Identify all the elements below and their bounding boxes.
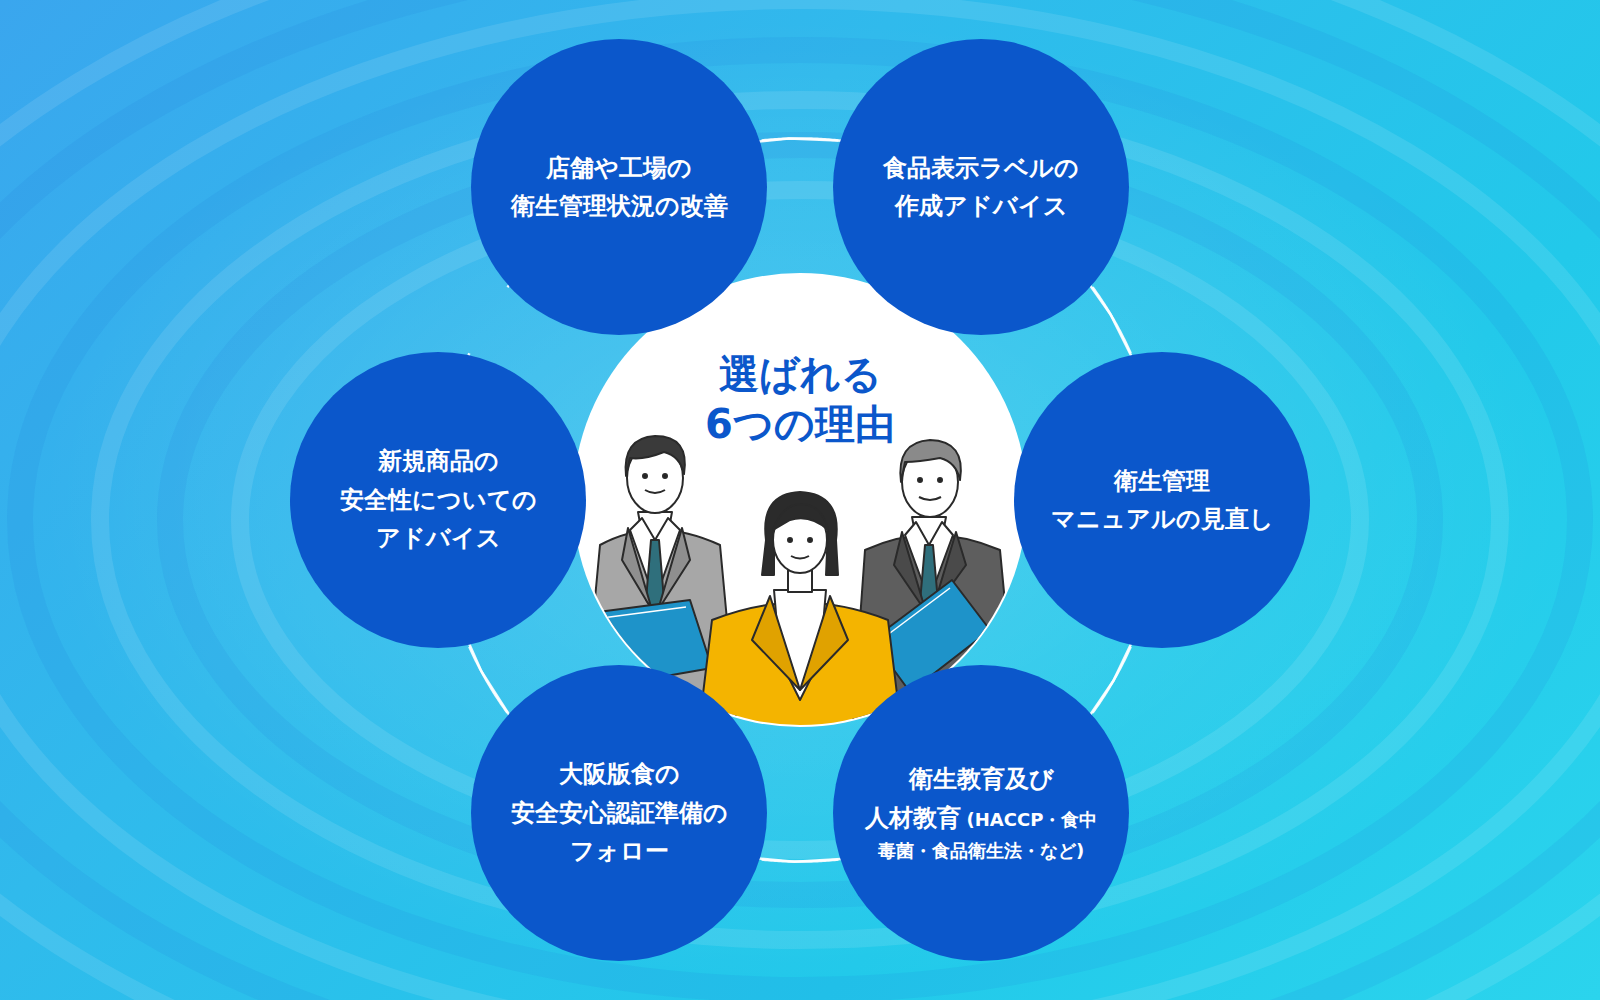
center-woman <box>695 492 905 727</box>
reason-text: 新規商品の 安全性についての アドバイス <box>340 447 537 552</box>
illustration-part <box>752 596 800 690</box>
text-line-wrap: 衛生教育及び 人材教育(HACCP・食中毒菌・食品衛生法・など) <box>857 760 1105 866</box>
illustration-part <box>918 478 922 482</box>
illustration-part <box>894 532 926 612</box>
reason-text: 衛生管理 マニュアルの見直し <box>1051 467 1274 533</box>
text-line-wrap: 新規商品の 安全性についての アドバイス <box>314 442 562 557</box>
reason-circle: 食品表示ラベルの 作成アドバイス <box>833 39 1129 335</box>
illustration-part <box>100 100 1500 940</box>
illustration-part <box>800 596 848 690</box>
text-line-wrap: 店舗や工場の 衛生管理状況の改善 <box>495 149 743 226</box>
business-people-illustration <box>573 273 1027 727</box>
illustration-part <box>170 145 1430 895</box>
reason-circle: 店舗や工場の 衛生管理状況の改善 <box>471 39 767 335</box>
illustration-part <box>602 607 686 618</box>
reason-circle: 大阪版食の 安全安心認証準備の フォロー <box>471 665 767 961</box>
reason-circle: 新規商品の 安全性についての アドバイス <box>290 352 586 648</box>
text-box: 衛生教育及び 人材教育(HACCP・食中毒菌・食品衛生法・など) <box>833 665 1129 961</box>
reason-text: 大阪版食の 安全安心認証準備の フォロー <box>511 760 728 865</box>
reason-circle: 衛生教育及び 人材教育(HACCP・食中毒菌・食品衛生法・など) <box>833 665 1129 961</box>
illustration-part <box>622 528 652 610</box>
illustration-part <box>938 478 942 482</box>
reason-text: 食品表示ラベルの 作成アドバイス <box>883 154 1079 220</box>
text-line-wrap: 選ばれる 6つの理由 <box>670 349 930 449</box>
text-box: 大阪版食の 安全安心認証準備の フォロー <box>471 665 767 961</box>
illustration-part <box>240 190 1360 850</box>
illustration-part <box>645 490 665 493</box>
illustration-part <box>791 556 809 559</box>
center-heading: 選ばれる 6つの理由 <box>705 351 895 447</box>
illustration-part <box>663 474 667 478</box>
illustration-part <box>919 497 941 500</box>
illustration-part <box>643 474 647 478</box>
illustration-part <box>773 504 828 530</box>
text-line-wrap: 食品表示ラベルの 作成アドバイス <box>857 149 1105 226</box>
text-line-wrap: 衛生管理 マニュアルの見直し <box>1038 462 1286 539</box>
text-box: 食品表示ラベルの 作成アドバイス <box>833 39 1129 335</box>
reason-circle: 衛生管理 マニュアルの見直し <box>1014 352 1310 648</box>
center-circle: 選ばれる 6つの理由 <box>573 273 1027 727</box>
illustration-part <box>788 538 792 542</box>
text-box: 選ばれる 6つの理由 <box>573 273 1027 727</box>
reason-text: 店舗や工場の 衛生管理状況の改善 <box>511 154 728 220</box>
illustration-part <box>626 436 685 476</box>
text-box: 新規商品の 安全性についての アドバイス <box>290 352 586 648</box>
illustration-part <box>900 440 960 482</box>
illustration-part <box>20 50 1580 990</box>
text-box: 衛生管理 マニュアルの見直し <box>1014 352 1310 648</box>
illustration-part <box>808 538 812 542</box>
text-box: 店舗や工場の 衛生管理状況の改善 <box>471 39 767 335</box>
illustration-part <box>658 528 690 610</box>
illustration-part <box>762 492 838 575</box>
text-line-wrap: 大阪版食の 安全安心認証準備の フォロー <box>495 755 743 870</box>
